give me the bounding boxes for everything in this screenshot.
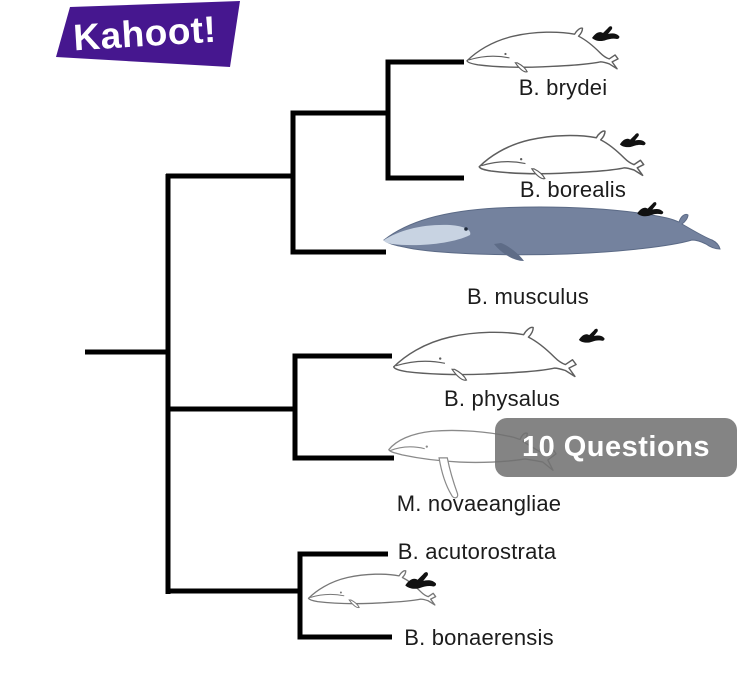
whale-illustration-bonaerensis (307, 570, 437, 609)
diver-scale-icon (578, 328, 605, 343)
taxon-label-borealis: B. borealis (519, 177, 627, 202)
whale-illustration-musculus (383, 206, 721, 261)
kahoot-logo-banner (56, 1, 240, 67)
tree-clade-brydei-borealis (385, 59, 464, 181)
kahoot-logo-wordmark: Kahoot! (72, 9, 217, 59)
whale-illustration-borealis (478, 130, 645, 180)
taxon-label-brydei: B. brydei (518, 75, 608, 100)
whale-illustration-brydei (466, 27, 619, 73)
taxon-label-novaeangliae: M. novaeangliae (396, 491, 562, 516)
tree-clade-physalus-novaeangliae (292, 353, 394, 461)
question-count-badge: 10 Questions (495, 418, 737, 477)
tree-clade-minke (297, 551, 392, 640)
diver-scale-icon (619, 133, 646, 148)
whale-illustration-physalus (392, 326, 577, 381)
taxon-label-musculus: B. musculus (466, 284, 590, 309)
taxon-label-physalus: B. physalus (444, 386, 560, 411)
taxon-label-acutorostrata: B. acutorostrata (397, 539, 557, 564)
diver-scale-icon (637, 202, 664, 217)
taxon-label-bonaerensis: B. bonaerensis (404, 625, 554, 650)
kahoot-logo: Kahoot! (56, 1, 240, 67)
diver-scale-icon (592, 26, 620, 42)
tree-clade-upper (290, 110, 386, 255)
question-count-label: 10 Questions (521, 431, 711, 463)
diver-scale-icon (405, 572, 437, 589)
